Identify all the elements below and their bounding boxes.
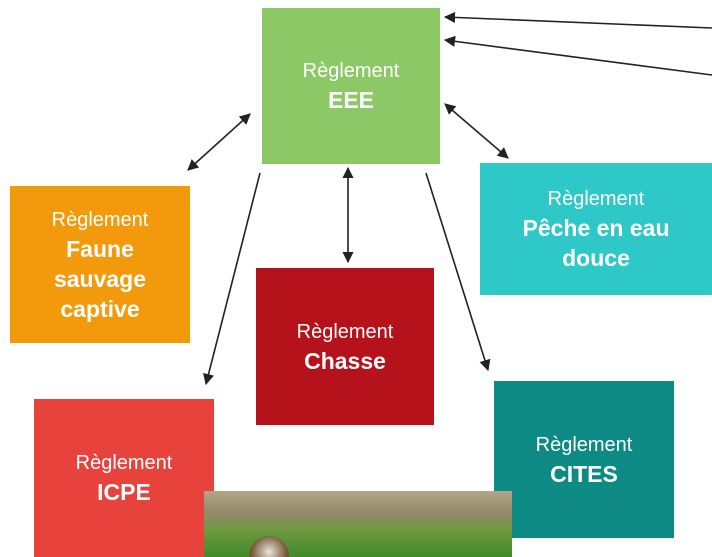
node-faune-name: Faune sauvage captive (53, 235, 147, 322)
animal-head-shape (249, 536, 289, 557)
node-eee-name: EEE (327, 87, 375, 113)
arrow-eee-faune (187, 113, 251, 171)
node-reglement-peche-en-eau-douce: Règlement Pêche en eau douce (480, 163, 712, 295)
node-chasse-prefix: Règlement (296, 320, 394, 343)
arrow-incoming-top (443, 11, 712, 29)
arrow-incoming-bottom (443, 35, 712, 76)
node-reglement-faune-sauvage-captive: Règlement Faune sauvage captive (10, 186, 190, 343)
node-icpe-prefix: Règlement (75, 452, 173, 474)
node-cites-prefix: Règlement (535, 433, 633, 456)
node-reglement-cites: Règlement CITES (494, 381, 674, 538)
node-peche-name: Pêche en eau douce (522, 215, 670, 271)
arrow-eee-cites (425, 172, 491, 372)
node-reglement-chasse: Règlement Chasse (256, 268, 434, 425)
node-peche-prefix: Règlement (547, 188, 645, 210)
node-chasse-name: Chasse (304, 347, 386, 374)
node-icpe-name: ICPE (97, 479, 151, 505)
node-eee-prefix: Règlement (302, 60, 400, 82)
animal-photo (204, 491, 512, 557)
node-faune-prefix: Règlement (51, 208, 149, 231)
arrow-eee-icpe (203, 172, 261, 386)
node-reglement-icpe: Règlement ICPE (34, 399, 214, 557)
node-reglement-eee: Règlement EEE (262, 8, 440, 164)
node-cites-name: CITES (550, 460, 618, 487)
arrow-eee-peche (444, 103, 509, 159)
